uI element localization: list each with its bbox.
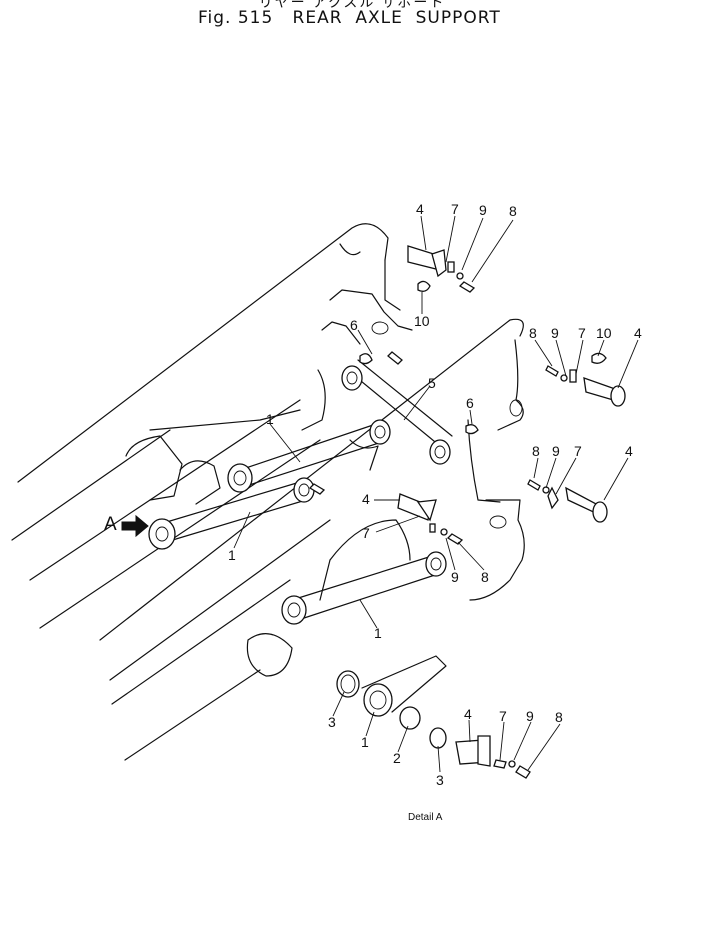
japanese-title: リヤー アクスル サポート <box>258 0 446 10</box>
callout-4: 4 <box>464 706 472 722</box>
callout-8: 8 <box>532 443 540 459</box>
hardware-top <box>407 245 476 293</box>
callout-9: 9 <box>551 325 559 341</box>
callout-1: 1 <box>266 411 274 427</box>
figure-title: Fig. 515 REAR AXLE SUPPORT <box>198 8 501 28</box>
callout-7: 7 <box>499 708 507 724</box>
callout-7: 7 <box>362 525 370 541</box>
callout-9: 9 <box>451 569 459 585</box>
hardware-right-lower <box>527 479 608 523</box>
callout-3: 3 <box>328 714 336 730</box>
callout-10: 10 <box>596 325 612 341</box>
link-1-middle <box>148 477 315 550</box>
view-marker: A <box>104 514 117 535</box>
view-arrow-a: A <box>104 514 149 538</box>
callout-1: 1 <box>374 625 382 641</box>
callout-8: 8 <box>481 569 489 585</box>
leader-lines <box>233 215 639 773</box>
callout-6: 6 <box>350 317 358 333</box>
hardware-right-upper <box>545 352 626 407</box>
callout-3: 3 <box>436 772 444 788</box>
callout-8: 8 <box>509 203 517 219</box>
detail-caption: Detail A <box>408 812 443 823</box>
callout-9: 9 <box>552 443 560 459</box>
callout-labels: 4 7 9 8 10 6 5 8 9 7 10 4 1 6 8 9 7 4 4 … <box>228 201 642 788</box>
callout-5: 5 <box>428 375 436 391</box>
callout-4: 4 <box>416 201 424 217</box>
callout-8: 8 <box>555 709 563 725</box>
callout-7: 7 <box>574 443 582 459</box>
callout-1: 1 <box>361 734 369 750</box>
detail-a-parts <box>336 655 531 779</box>
link-1-lower <box>246 551 447 677</box>
callout-4: 4 <box>634 325 642 341</box>
frame-rails <box>11 223 524 761</box>
callout-2: 2 <box>393 750 401 766</box>
callout-6: 6 <box>466 395 474 411</box>
callout-8: 8 <box>529 325 537 341</box>
support-bracket <box>125 289 525 601</box>
callout-9: 9 <box>526 708 534 724</box>
link-1-upper <box>227 419 391 493</box>
callout-9: 9 <box>479 202 487 218</box>
callout-1: 1 <box>228 547 236 563</box>
callout-10: 10 <box>414 313 430 329</box>
link-5 <box>341 359 453 465</box>
hardware-center <box>308 351 479 545</box>
callout-7: 7 <box>578 325 586 341</box>
callout-4: 4 <box>362 491 370 507</box>
callout-7: 7 <box>451 201 459 217</box>
callout-4: 4 <box>625 443 633 459</box>
